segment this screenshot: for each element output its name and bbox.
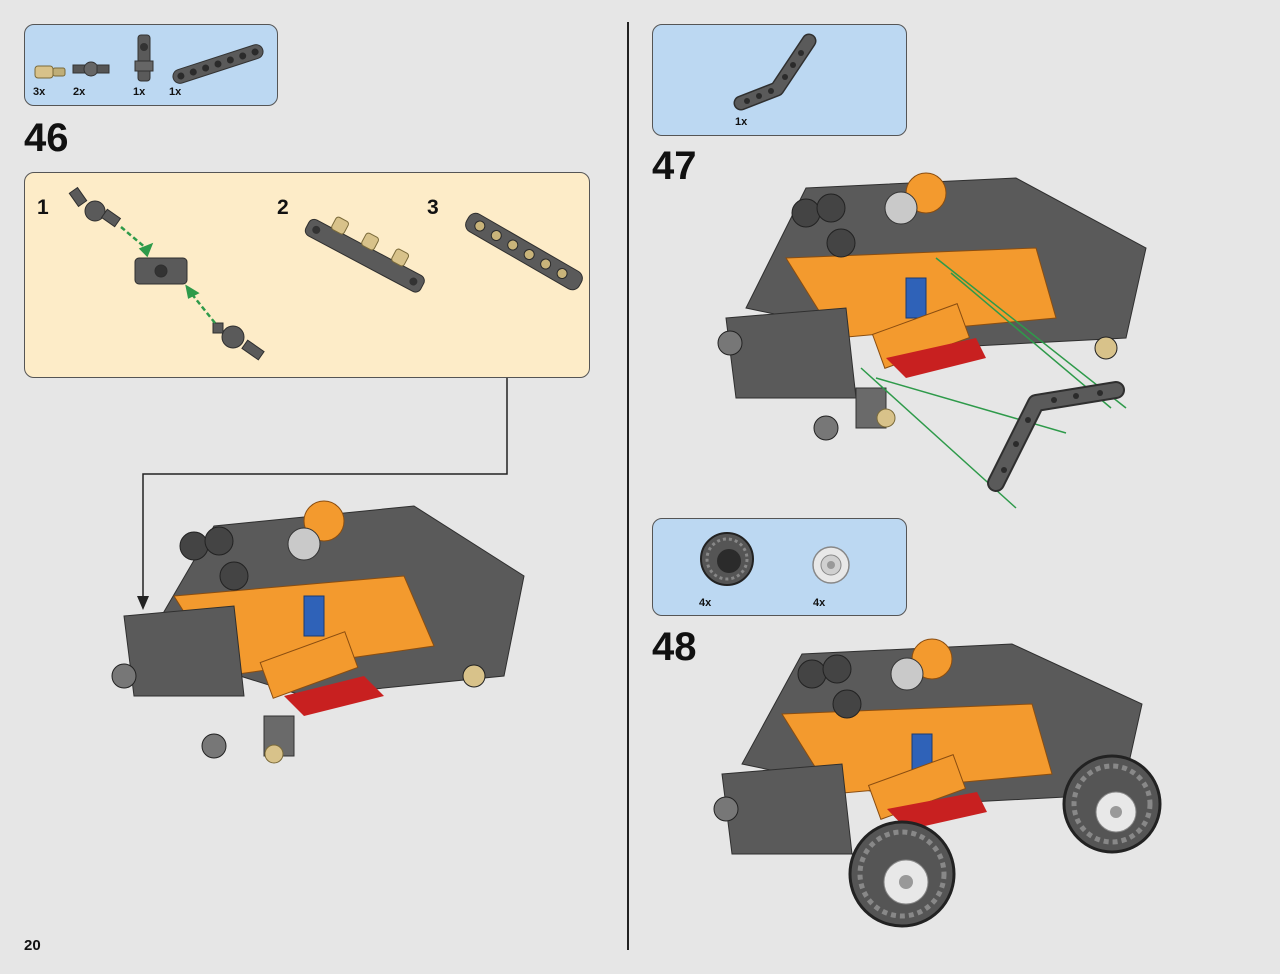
- front-wheel-illustration: [848, 820, 956, 928]
- qty-axle-connector: 2x: [73, 86, 86, 98]
- qty-liftarm-beam: 1x: [169, 86, 182, 98]
- substep-2: 2: [277, 196, 289, 219]
- qty-cross-block: 1x: [133, 86, 146, 98]
- qty-tire: 4x: [699, 597, 712, 609]
- substep-1: 1: [37, 196, 49, 219]
- substep-3-illustration: [465, 212, 583, 291]
- qty-bent-liftarm: 1x: [735, 116, 748, 128]
- qty-wheel-rim: 4x: [813, 597, 826, 609]
- parts-list-step-48: 4x 4x: [652, 518, 907, 616]
- step-number-48: 48: [652, 625, 697, 669]
- page-number: 20: [24, 937, 41, 954]
- parts-list-step-46: 3x 2x 1x 1x: [24, 24, 278, 106]
- rear-wheel-illustration: [1062, 754, 1162, 854]
- axle-connector-icon: [72, 61, 110, 77]
- parts-list-step-47: 1x: [652, 24, 907, 136]
- qty-tan-axle-pin: 3x: [33, 86, 46, 98]
- sub-assembly-callout: 1 2 3: [24, 172, 590, 378]
- step-number-47: 47: [652, 144, 697, 188]
- step-48-model-illustration: [713, 638, 1162, 928]
- step-46-model-illustration: [111, 500, 525, 764]
- step-47-model-illustration: [717, 172, 1147, 509]
- substep-3: 3: [427, 196, 439, 219]
- substep-1-illustration: [68, 186, 265, 361]
- bent-liftarm-icon: [733, 33, 817, 111]
- wheel-rim-icon: [812, 546, 850, 584]
- tan-axle-pin-icon: [34, 65, 66, 79]
- liftarm-beam-7-icon: [172, 44, 264, 84]
- tire-icon: [700, 532, 754, 586]
- substep-2-illustration: [304, 216, 425, 293]
- page-divider: [627, 22, 629, 950]
- cross-block-icon: [134, 34, 154, 82]
- step-number-46: 46: [24, 116, 69, 160]
